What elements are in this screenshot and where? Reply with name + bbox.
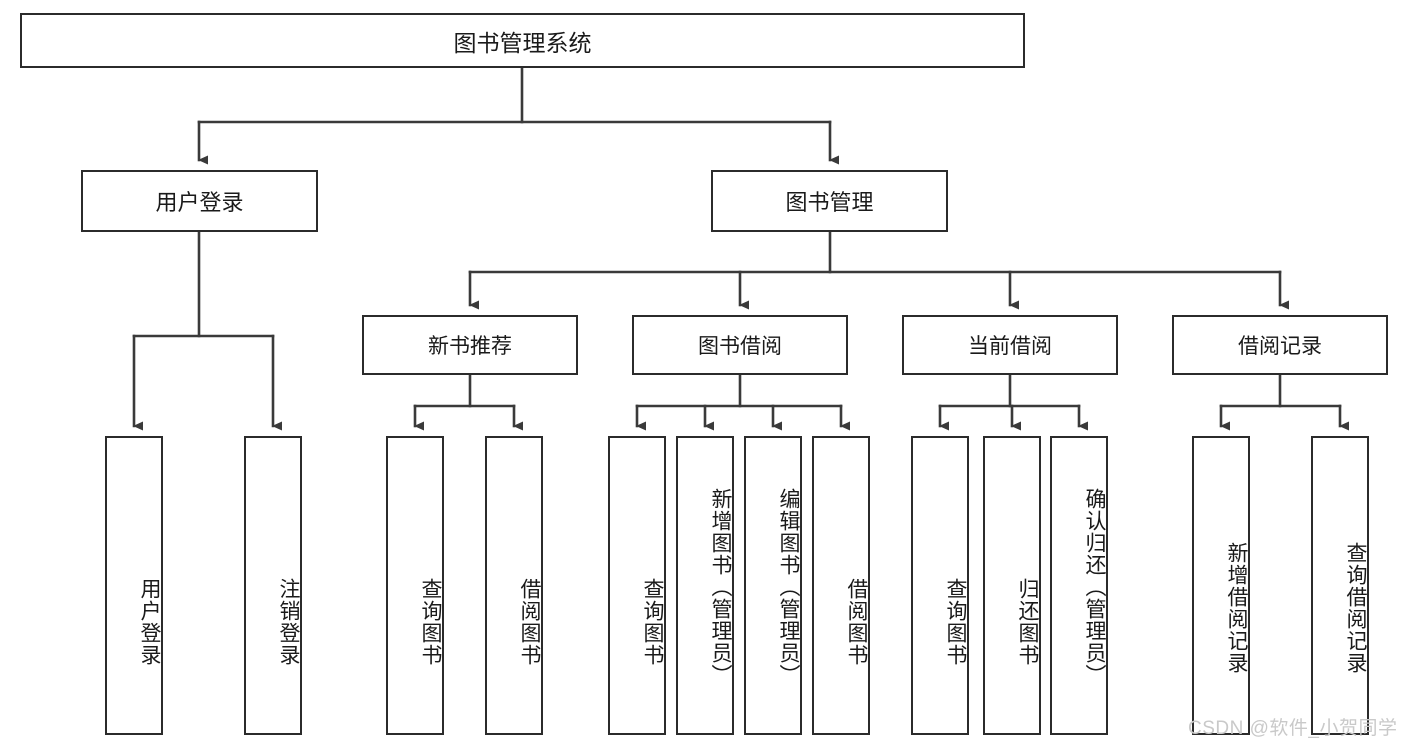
leaf-borrow-book[interactable]: 借阅图书 (812, 436, 870, 735)
leaf-add-borrow-record[interactable]: 新增借阅记录 (1192, 436, 1250, 735)
leaf-add-book-admin[interactable]: 新增图书（管理员） (676, 436, 734, 735)
leaf-query-book-newbook[interactable]: 查询图书 (386, 436, 444, 735)
leaf-logout[interactable]: 注销登录 (244, 436, 302, 735)
node-current-borrow[interactable]: 当前借阅 (902, 315, 1118, 375)
node-new-book-recommend[interactable]: 新书推荐 (362, 315, 578, 375)
node-borrow-records[interactable]: 借阅记录 (1172, 315, 1388, 375)
node-root[interactable]: 图书管理系统 (20, 13, 1025, 68)
leaf-edit-book-admin[interactable]: 编辑图书（管理员） (744, 436, 802, 735)
leaf-query-borrow-record[interactable]: 查询借阅记录 (1311, 436, 1369, 735)
node-book-borrow[interactable]: 图书借阅 (632, 315, 848, 375)
csdn-watermark: CSDN @软件_小贺同学 (1188, 718, 1398, 739)
node-user-login[interactable]: 用户登录 (81, 170, 318, 232)
leaf-confirm-return-admin[interactable]: 确认归还（管理员） (1050, 436, 1108, 735)
leaf-return-book[interactable]: 归还图书 (983, 436, 1041, 735)
leaf-user-login[interactable]: 用户登录 (105, 436, 163, 735)
leaf-query-book-borrow[interactable]: 查询图书 (608, 436, 666, 735)
leaf-borrow-book-newbook[interactable]: 借阅图书 (485, 436, 543, 735)
node-book-management[interactable]: 图书管理 (711, 170, 948, 232)
leaf-query-book-current[interactable]: 查询图书 (911, 436, 969, 735)
